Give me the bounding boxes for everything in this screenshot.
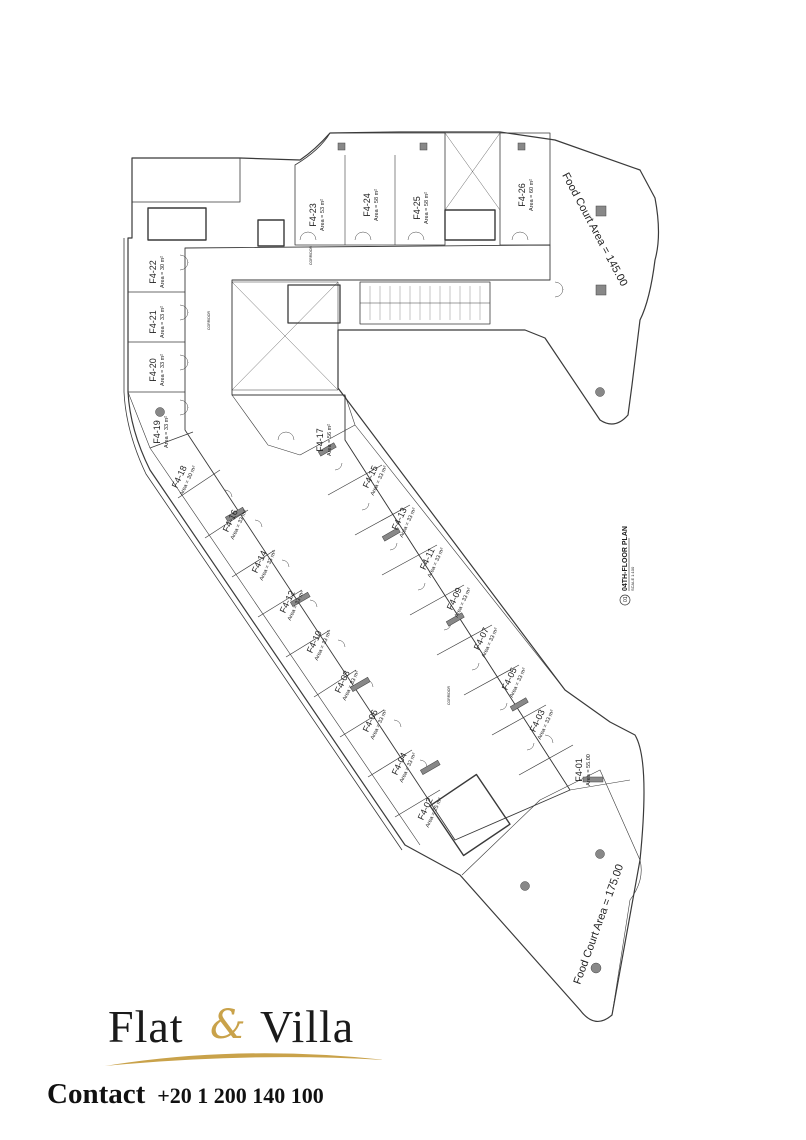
plan-ref-number: 01	[623, 596, 629, 602]
brand-swoosh-icon	[105, 1053, 385, 1066]
corridor-label: CORRIDOR	[447, 685, 451, 705]
unit-id-label: F4-21	[148, 310, 158, 334]
unit-area-label: Area = 60 m²	[529, 179, 535, 211]
unit-id-label: F4-26	[517, 183, 527, 207]
plan-title: 04TH-FLOOR PLAN	[622, 526, 629, 591]
plan-scale: SCALE 1:100	[630, 566, 635, 591]
corridor-label: CORRIDOR	[207, 310, 211, 330]
unit-id-label: F4-22	[148, 260, 158, 284]
unit-id-label: F4-23	[308, 203, 318, 227]
unit-area-label: Area = 33 m²	[160, 354, 166, 386]
unit-id-label: F4-17	[315, 428, 325, 452]
contact-label: Contact	[47, 1078, 146, 1110]
unit-id-label: F4-19	[152, 420, 162, 444]
plan-title-block: 01 04TH-FLOOR PLAN SCALE 1:100	[619, 526, 635, 606]
corridor	[184, 244, 571, 841]
brand-name-part2: Villa	[260, 1001, 355, 1052]
unit-id-label: F4-20	[148, 358, 158, 382]
unit-area-label: Area = 33 m²	[160, 306, 166, 338]
brand-ampersand: &	[210, 1002, 246, 1048]
unit-id-label: F4-01	[574, 758, 584, 782]
unit-id-label: F4-25	[412, 196, 422, 220]
unit-area-label: Area = 56 m²	[327, 424, 333, 456]
food-court-label-north: Food Court Area = 145.00	[559, 171, 629, 289]
unit-area-label: Area = 58 m²	[424, 192, 430, 224]
corridor-label: CORRIDOR	[309, 245, 313, 265]
unit-area-label: Area = 58 m²	[374, 189, 380, 221]
contact-phone[interactable]: +20 1 200 140 100	[157, 1083, 324, 1108]
brand-name-part1: Flat	[108, 1001, 184, 1052]
unit-area-label: Area = 30 m²	[160, 256, 166, 288]
unit-area-label: Area = 53 m²	[320, 199, 326, 231]
brand-logo: Flat & Villa	[100, 1000, 390, 1070]
unit-id-label: F4-24	[362, 193, 372, 217]
unit-area-label: Area = 55.00	[586, 754, 592, 786]
contact-line: Contact +20 1 200 140 100	[47, 1078, 324, 1111]
unit-area-label: Area = 33 m²	[164, 416, 170, 448]
building-outline	[127, 131, 660, 1022]
